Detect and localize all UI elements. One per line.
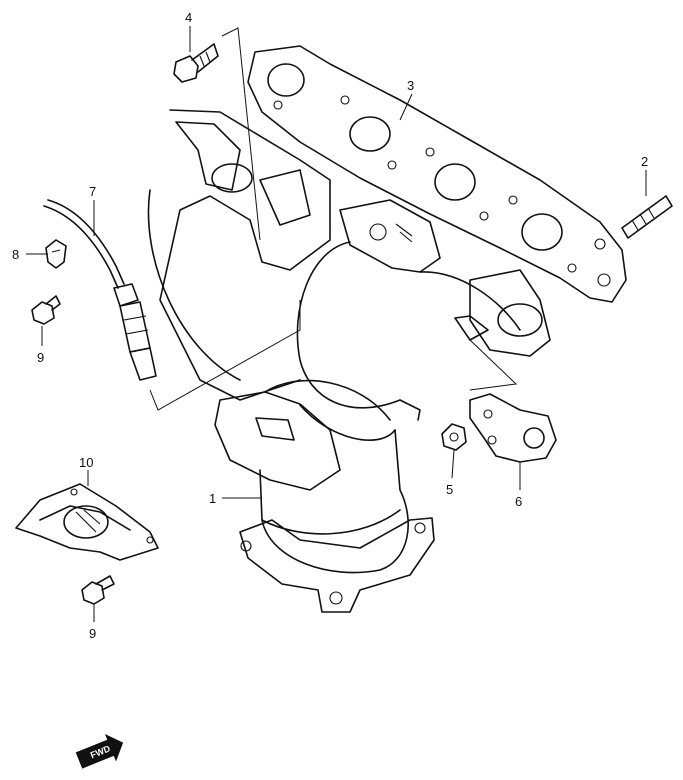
heat-shield-part-10 bbox=[15, 483, 159, 561]
callout-4: 4 bbox=[185, 10, 192, 25]
callout-7: 7 bbox=[89, 184, 96, 199]
callout-9-lower: 9 bbox=[89, 626, 96, 641]
stud-part-2 bbox=[621, 195, 673, 239]
fwd-direction-badge: FWD bbox=[75, 734, 124, 769]
callout-10: 10 bbox=[79, 455, 93, 470]
manifold-gasket-part bbox=[247, 45, 627, 303]
oxygen-sensor-part-7 bbox=[43, 199, 157, 381]
forward-arrow-icon bbox=[75, 734, 124, 769]
callout-5: 5 bbox=[446, 482, 453, 497]
callout-3: 3 bbox=[407, 78, 414, 93]
callout-6: 6 bbox=[515, 494, 522, 509]
nut-part-5 bbox=[441, 423, 467, 451]
callout-leaders bbox=[26, 26, 647, 622]
callout-9-upper: 9 bbox=[37, 350, 44, 365]
callout-1: 1 bbox=[209, 491, 216, 506]
clip-part-8 bbox=[45, 239, 67, 269]
bolt-part-9-upper bbox=[31, 295, 61, 325]
bracket-part-6 bbox=[469, 393, 557, 463]
catalytic-converter-part-1 bbox=[214, 379, 435, 613]
exhaust-manifold-body bbox=[147, 109, 551, 421]
bolt-part-4 bbox=[173, 43, 219, 83]
bolt-part-9-lower bbox=[81, 575, 115, 605]
callout-8: 8 bbox=[12, 247, 19, 262]
assembly-leader-lines bbox=[149, 27, 518, 411]
callout-2: 2 bbox=[641, 154, 648, 169]
